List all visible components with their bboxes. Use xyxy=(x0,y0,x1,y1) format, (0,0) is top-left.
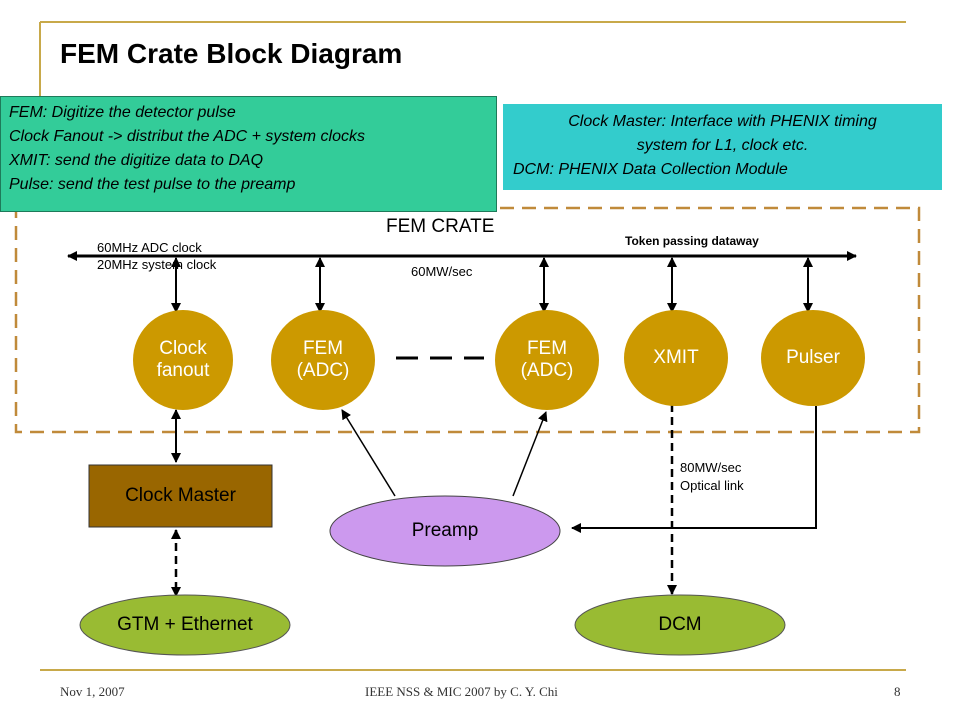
system-clock-label: 20MHz system clock xyxy=(97,257,217,272)
footer-page-number: 8 xyxy=(894,684,901,699)
clock-fanout-node: Clock fanout xyxy=(133,310,233,410)
preamp-node-shape xyxy=(329,495,561,567)
gtm-node-shape xyxy=(79,594,291,656)
fem2-label-2: (ADC) xyxy=(520,360,574,381)
pulser-node: Pulser xyxy=(786,347,840,368)
fem1-label-1: FEM xyxy=(302,338,344,359)
legend-note-right: Clock Master: Interface with PHENIX timi… xyxy=(503,104,942,190)
legend-note-left: FEM: Digitize the detector pulse Clock F… xyxy=(0,96,497,212)
dcm-node: DCM xyxy=(658,614,702,635)
note-line-clock-master: Clock Master: Interface with PHENIX timi… xyxy=(568,113,877,130)
dcm-node-shape xyxy=(574,594,786,656)
clock-fanout-label-1: Clock xyxy=(159,338,207,359)
optical-link-label: Optical link xyxy=(680,478,744,493)
footer-conference: IEEE NSS & MIC 2007 by C. Y. Chi xyxy=(365,684,558,699)
xmit-node: XMIT xyxy=(653,347,699,368)
note-line-pulse: Pulse: send the test pulse to the preamp xyxy=(9,176,296,193)
note-line-clock-master-cont: system for L1, clock etc. xyxy=(636,137,809,154)
fem1-node: FEM (ADC) xyxy=(271,310,375,410)
clock-fanout-node-shape xyxy=(133,310,233,410)
connector-preamp-fem1 xyxy=(341,409,396,497)
optical-rate-label: 80MW/sec xyxy=(680,460,742,475)
clock-fanout-label-2: fanout xyxy=(156,360,210,381)
fem2-label-1: FEM xyxy=(526,338,568,359)
footer-date: Nov 1, 2007 xyxy=(60,684,125,699)
fem1-label-2: (ADC) xyxy=(296,360,350,381)
preamp-node: Preamp xyxy=(411,520,479,541)
clock-master-node-shape xyxy=(88,464,273,528)
connector-pulser-preamp xyxy=(571,406,817,533)
adc-clock-label: 60MHz ADC clock xyxy=(97,240,202,255)
note-line-fem: FEM: Digitize the detector pulse xyxy=(9,104,236,121)
clock-master-node: Clock Master xyxy=(125,485,236,506)
gtm-ethernet-node: GTM + Ethernet xyxy=(117,614,253,635)
note-line-dcm: DCM: PHENIX Data Collection Module xyxy=(513,161,788,178)
fem1-node-shape xyxy=(271,310,375,410)
page-title: FEM Crate Block Diagram xyxy=(60,38,403,69)
fem2-node-shape xyxy=(495,310,599,410)
connector-preamp-fem2 xyxy=(512,411,548,497)
note-line-clock-fanout: Clock Fanout -> distribut the ADC + syst… xyxy=(9,128,365,145)
fem-crate-label: FEM CRATE xyxy=(386,216,495,237)
note-line-xmit: XMIT: send the digitize data to DAQ xyxy=(9,152,264,169)
xmit-node-shape xyxy=(624,310,728,406)
pulser-node-shape xyxy=(761,310,865,406)
bus-rate-label: 60MW/sec xyxy=(411,264,473,279)
fem2-node: FEM (ADC) xyxy=(495,310,599,410)
token-dataway-label: Token passing dataway xyxy=(625,234,759,248)
